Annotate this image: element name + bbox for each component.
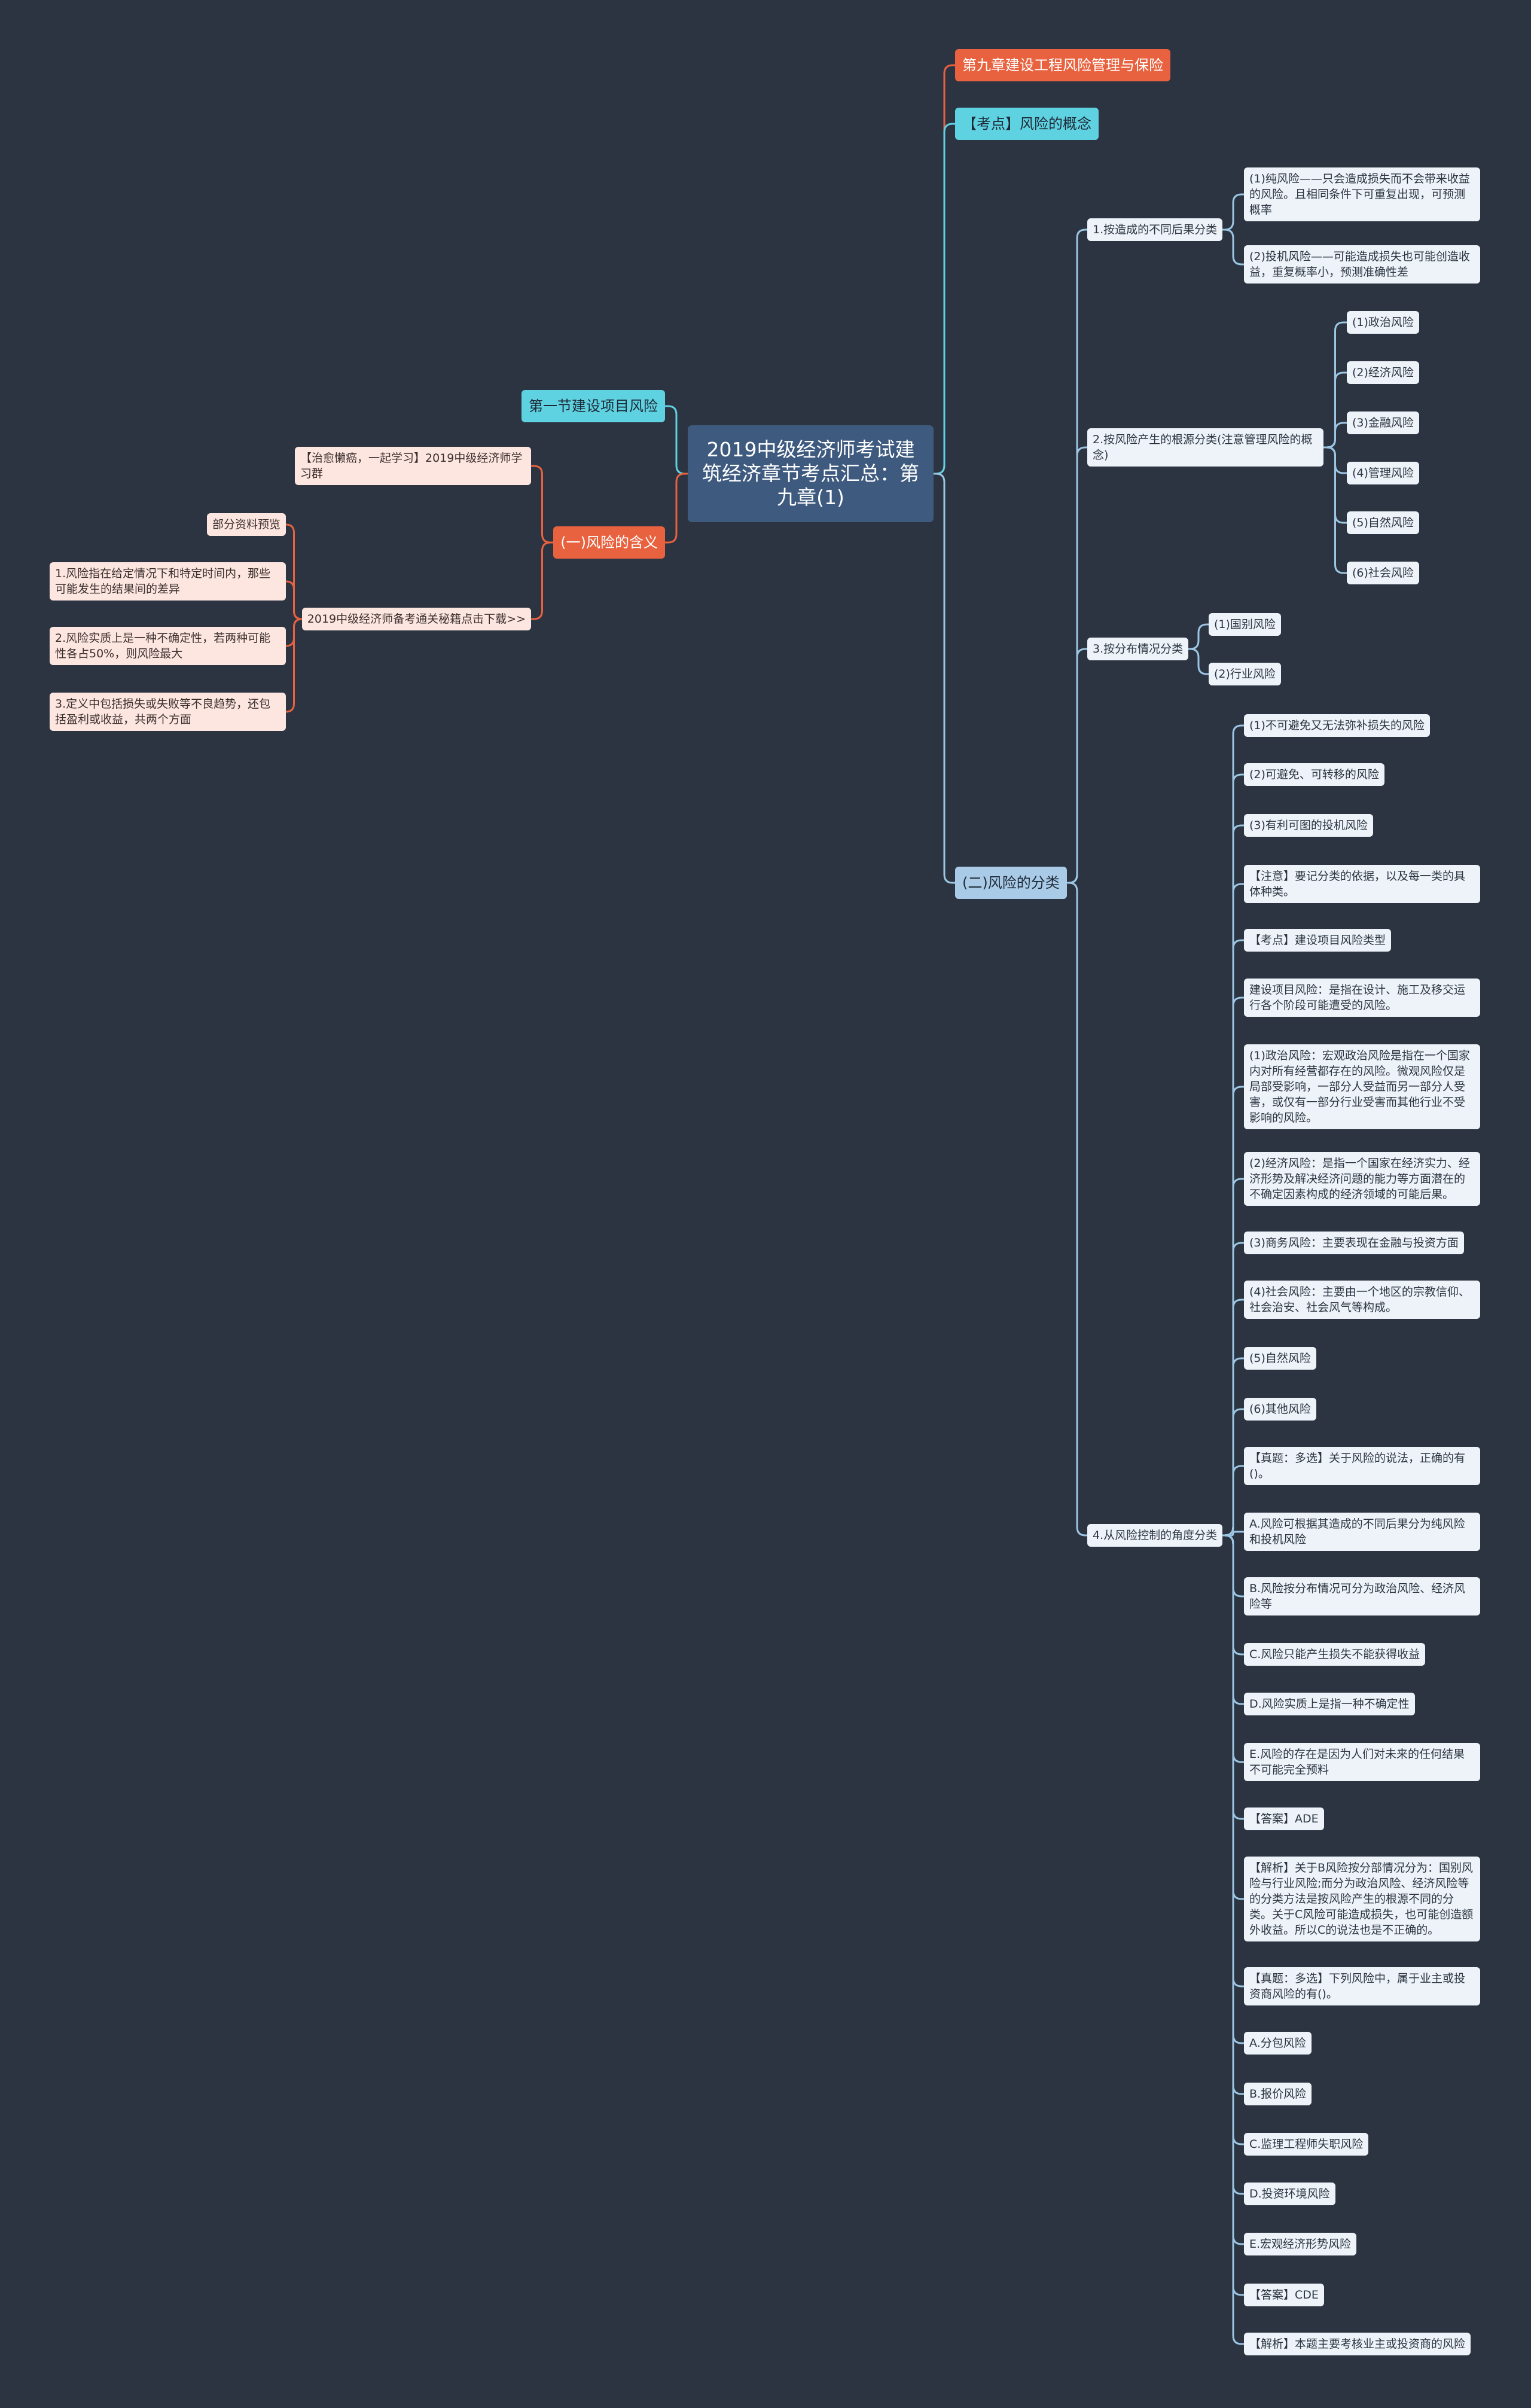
risk-type-item: (2)经济风险: [1347, 361, 1419, 384]
exam-question: 【真题：多选】下列风险中，属于业主或投资商风险的有()。: [1244, 1967, 1480, 2005]
connector: [285, 580, 303, 620]
connector: [932, 473, 956, 884]
connector: [1066, 648, 1088, 884]
study-group-node: 【治愈懒癌，一起学习】2019中级经济师学习群: [295, 447, 531, 485]
risk-type-item: (5)自然风险: [1244, 1347, 1316, 1370]
connector: [664, 405, 689, 475]
risk-type-item: (2)可避免、可转移的风险: [1244, 763, 1384, 786]
connector: [1221, 1465, 1245, 1537]
category-by-source: 2.按风险产生的根源分类(注意管理风险的概念): [1087, 428, 1323, 467]
central-topic: 2019中级经济师考试建筑经济章节考点汇总：第九章(1): [688, 425, 934, 522]
answer-option: B.报价风险: [1244, 2083, 1312, 2105]
connector: [1221, 193, 1245, 231]
connector: [530, 465, 554, 544]
connector: [932, 123, 956, 475]
connector: [1221, 228, 1245, 266]
category-by-consequence: 1.按造成的不同后果分类: [1087, 218, 1223, 241]
social-risk-detail: (4)社会风险：主要由一个地区的宗教信仰、社会治安、社会风气等构成。: [1244, 1281, 1480, 1319]
risk-type-item: (1)国别风险: [1209, 613, 1281, 636]
answer-option: C.监理工程师失职风险: [1244, 2133, 1369, 2156]
category-by-distribution: 3.按分布情况分类: [1087, 638, 1189, 660]
connector: [1221, 1531, 1245, 1537]
political-risk-detail: (1)政治风险：宏观政治风险是指在一个国家内对所有经营都存在的风险。微观风险仅是…: [1244, 1044, 1480, 1129]
risk-type-item: (2)行业风险: [1209, 663, 1281, 685]
answer-node: 【答案】CDE: [1244, 2284, 1324, 2306]
answer-node: 【答案】ADE: [1244, 1807, 1324, 1830]
connector: [1187, 648, 1210, 675]
speculative-risk-item: (2)投机风险——可能造成损失也可能创造收益，重复概率小，预测准确性差: [1244, 245, 1480, 284]
economic-risk-detail: (2)经济风险：是指一个国家在经济实力、经济形势及解决经济问题的能力等方面潜在的…: [1244, 1152, 1480, 1206]
risk-type-item: (6)社会风险: [1347, 562, 1419, 584]
connector: [1187, 623, 1210, 650]
analysis-node: 【解析】本题主要考核业主或投资商的风险: [1244, 2333, 1471, 2355]
risk-type-item: (3)有利可图的投机风险: [1244, 814, 1373, 837]
connector: [1221, 1534, 1245, 2345]
pure-risk-item: (1)纯风险——只会造成损失而不会带来收益的风险。且相同条件下可重复出现，可预测…: [1244, 167, 1480, 221]
branch-risk-meaning: (一)风险的含义: [553, 526, 665, 559]
definition-item: 3.定义中包括损失或失败等不良趋势，还包括盈利或收益，共两个方面: [50, 693, 286, 731]
risk-type-item: (5)自然风险: [1347, 511, 1419, 534]
analysis-node: 【解析】关于B风险按分部情况分为：国别风险与行业风险;而分为政治风险、经济风险等…: [1244, 1857, 1480, 1941]
connector: [1322, 446, 1348, 574]
branch-section-1: 第一节建设项目风险: [521, 390, 665, 422]
answer-option: E.风险的存在是因为人们对未来的任何结果不可能完全预料: [1244, 1743, 1480, 1781]
branch-risk-classification: (二)风险的分类: [955, 867, 1067, 899]
business-risk-detail: (3)商务风险：主要表现在金融与投资方面: [1244, 1232, 1464, 1254]
connector: [664, 473, 689, 544]
answer-option: D.风险实质上是指一种不确定性: [1244, 1693, 1415, 1715]
note-node: 【注意】要记分类的依据，以及每一类的具体种类。: [1244, 865, 1480, 903]
branch-chapter-title: 第九章建设工程风险管理与保险: [955, 49, 1170, 81]
risk-type-item: (1)政治风险: [1347, 311, 1419, 334]
connector: [530, 541, 554, 620]
definition-item: 1.风险指在给定情况下和特定时间内，那些可能发生的结果间的差异: [50, 562, 286, 601]
definition-node: 建设项目风险：是指在设计、施工及移交运行各个阶段可能遭受的风险。: [1244, 979, 1480, 1017]
answer-option: A.分包风险: [1244, 2032, 1312, 2055]
answer-option: A.风险可根据其造成的不同后果分为纯风险和投机风险: [1244, 1513, 1480, 1551]
risk-type-item: (3)金融风险: [1347, 412, 1419, 434]
connector: [1066, 882, 1088, 1537]
answer-option: E.宏观经济形势风险: [1244, 2233, 1357, 2255]
risk-type-item: (6)其他风险: [1244, 1398, 1316, 1421]
connector: [1322, 422, 1348, 449]
exam-question: 【真题：多选】关于风险的说法，正确的有()。: [1244, 1447, 1480, 1485]
risk-type-item: (4)管理风险: [1347, 462, 1419, 484]
risk-type-item: (1)不可避免又无法弥补损失的风险: [1244, 714, 1430, 737]
answer-option: B.风险按分布情况可分为政治风险、经济风险等: [1244, 1577, 1480, 1616]
preview-label: 部分资料预览: [206, 513, 286, 536]
download-link[interactable]: 2019中级经济师备考通关秘籍点击下载>>: [301, 608, 531, 630]
category-by-control: 4.从风险控制的角度分类: [1087, 1524, 1223, 1547]
connector: [285, 618, 303, 713]
definition-item: 2.风险实质上是一种不确定性，若两种可能性各占50%，则风险最大: [50, 627, 286, 665]
branch-concept-of-risk: 【考点】风险的概念: [955, 108, 1099, 140]
answer-option: D.投资环境风险: [1244, 2183, 1335, 2205]
answer-option: C.风险只能产生损失不能获得收益: [1244, 1643, 1426, 1666]
key-point-node: 【考点】建设项目风险类型: [1244, 929, 1392, 952]
